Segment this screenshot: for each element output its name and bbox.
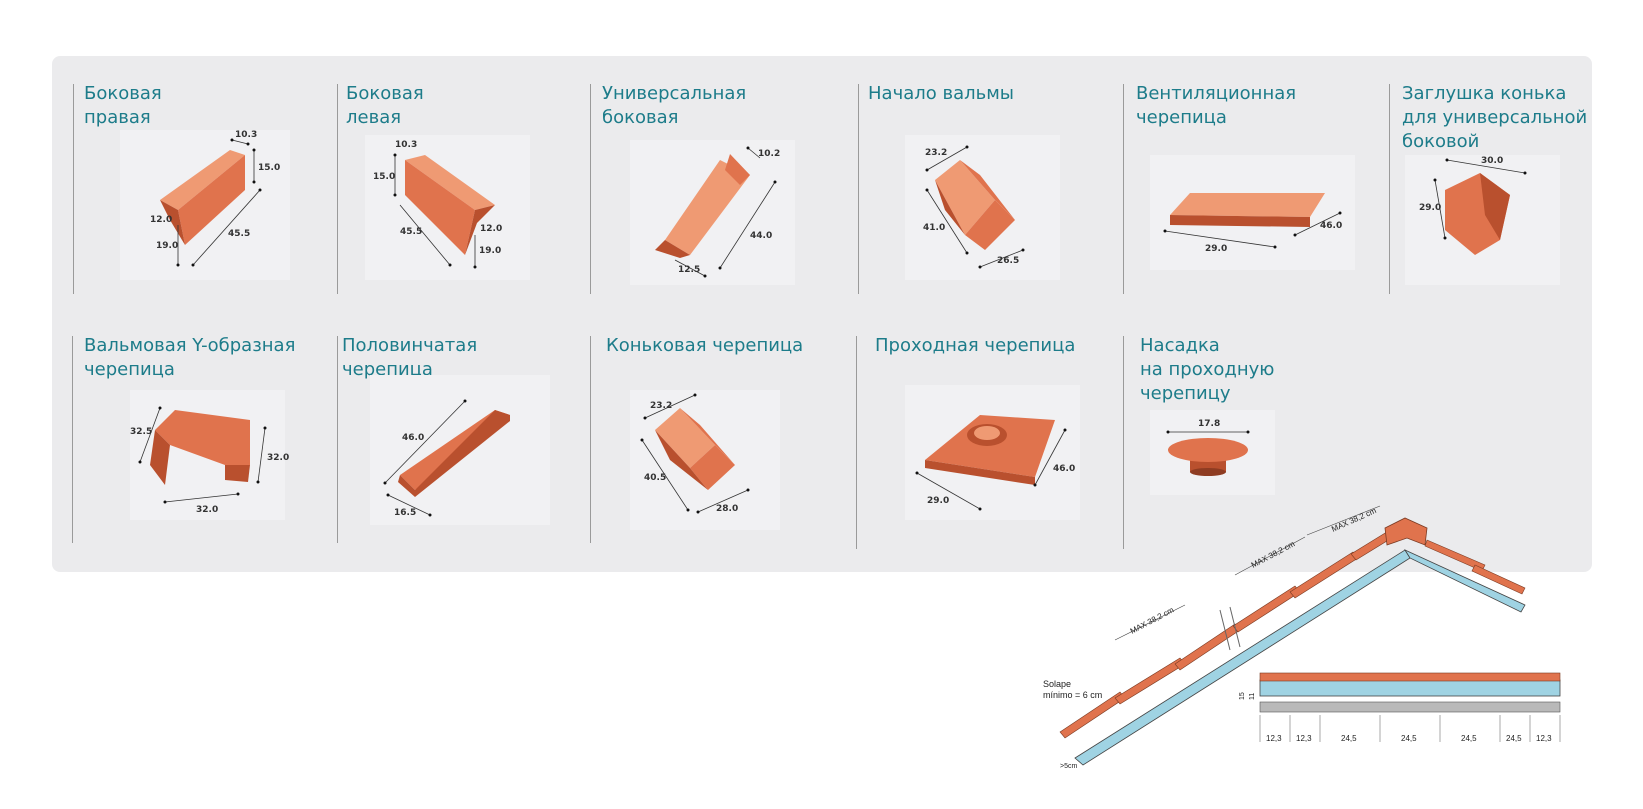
dim-label: 44.0 [750, 231, 772, 241]
spacing-label: 24,5 [1461, 734, 1477, 743]
dim-label: 45.5 [228, 229, 250, 239]
tile-image-side-right: 10.3 15.0 12.0 19.0 45.5 [120, 130, 290, 280]
dim-label: 46.0 [402, 433, 424, 443]
divider [1123, 84, 1124, 294]
max-label: MAX 38,2 cm [1129, 605, 1176, 636]
dim-label: 15.0 [258, 163, 280, 173]
dim-label: 16.5 [394, 508, 416, 518]
max-label: MAX 38,2 cm [1250, 539, 1297, 570]
tile-title: Коньковая черепица [606, 335, 804, 356]
dim-label: 19.0 [156, 241, 178, 251]
eave-label: >5cm [1060, 763, 1077, 770]
dim-label: 10.2 [758, 149, 780, 159]
dim-label: 45.5 [400, 227, 422, 237]
dim-label: 12.0 [150, 215, 172, 225]
catalog-panel [52, 56, 1592, 572]
dim-label: 40.5 [644, 473, 666, 483]
height-label: 11 [1249, 693, 1256, 700]
tile-image-hip-y: 32.5 32.0 32.0 [130, 390, 289, 520]
dim-label: 46.0 [1053, 464, 1075, 474]
dim-label: 30.0 [1481, 156, 1503, 166]
spacing-label: 12,3 [1266, 734, 1282, 743]
roof-section-diagram: MAX 38,2 cm MAX 38,2 cm MAX 38,2 cm Sola… [1035, 505, 1575, 770]
dim-label: 10.3 [395, 140, 417, 150]
tile-image-ridge-cap: 30.0 29.0 [1405, 155, 1560, 285]
dim-label: 28.0 [716, 504, 738, 514]
dim-label: 10.3 [235, 130, 257, 140]
divider [590, 336, 591, 543]
dim-label: 23.2 [925, 148, 947, 158]
dim-label: 19.0 [479, 246, 501, 256]
tile-image-pass: 46.0 29.0 [905, 385, 1080, 520]
divider [1389, 84, 1390, 294]
tile-image-side-left: 10.3 15.0 45.5 12.0 19.0 [365, 135, 530, 280]
divider [337, 84, 338, 294]
divider [858, 84, 859, 294]
dim-label: 26.5 [997, 256, 1019, 266]
tile-image-pass-cap: 17.8 [1150, 410, 1275, 495]
divider [590, 84, 591, 294]
tile-title: Начало вальмы [868, 83, 1015, 104]
dim-label: 12.5 [678, 265, 700, 275]
spacing-label: 12,3 [1536, 734, 1552, 743]
spacing-label: 24,5 [1401, 734, 1417, 743]
dim-label: 32.5 [130, 427, 152, 437]
tile-title: Проходная черепица [875, 335, 1076, 356]
divider [72, 336, 73, 543]
dim-label: 17.8 [1198, 419, 1220, 429]
tile-image-universal-side: 10.2 44.0 12.5 [630, 140, 795, 285]
divider [73, 84, 74, 294]
overlap-label: Solape [1043, 679, 1071, 689]
dim-label: 46.0 [1320, 221, 1342, 231]
tile-image-hip-start: 23.2 41.0 26.5 [905, 135, 1060, 280]
tile-image-ridge: 23.2 40.5 28.0 [630, 390, 780, 530]
dim-label: 29.0 [927, 496, 949, 506]
dim-label: 32.0 [196, 505, 218, 515]
dim-label: 32.0 [267, 453, 289, 463]
divider [337, 336, 338, 543]
dim-label: 41.0 [923, 223, 945, 233]
overlap-value: mínimo = 6 cm [1043, 690, 1102, 700]
height-label: 15 [1239, 692, 1246, 700]
divider [1123, 336, 1124, 549]
dim-label: 23.2 [650, 401, 672, 411]
tile-image-ventilation: 46.0 29.0 [1150, 155, 1355, 270]
spacing-label: 12,3 [1296, 734, 1312, 743]
dim-label: 29.0 [1205, 244, 1227, 254]
tile-image-half: 46.0 16.5 [370, 375, 550, 525]
divider [856, 336, 857, 549]
dim-label: 15.0 [373, 172, 395, 182]
max-label: MAX 38,2 cm [1330, 506, 1378, 534]
spacing-label: 24,5 [1341, 734, 1357, 743]
spacing-label: 24,5 [1506, 734, 1522, 743]
dim-label: 12.0 [480, 224, 502, 234]
dim-label: 29.0 [1419, 203, 1441, 213]
